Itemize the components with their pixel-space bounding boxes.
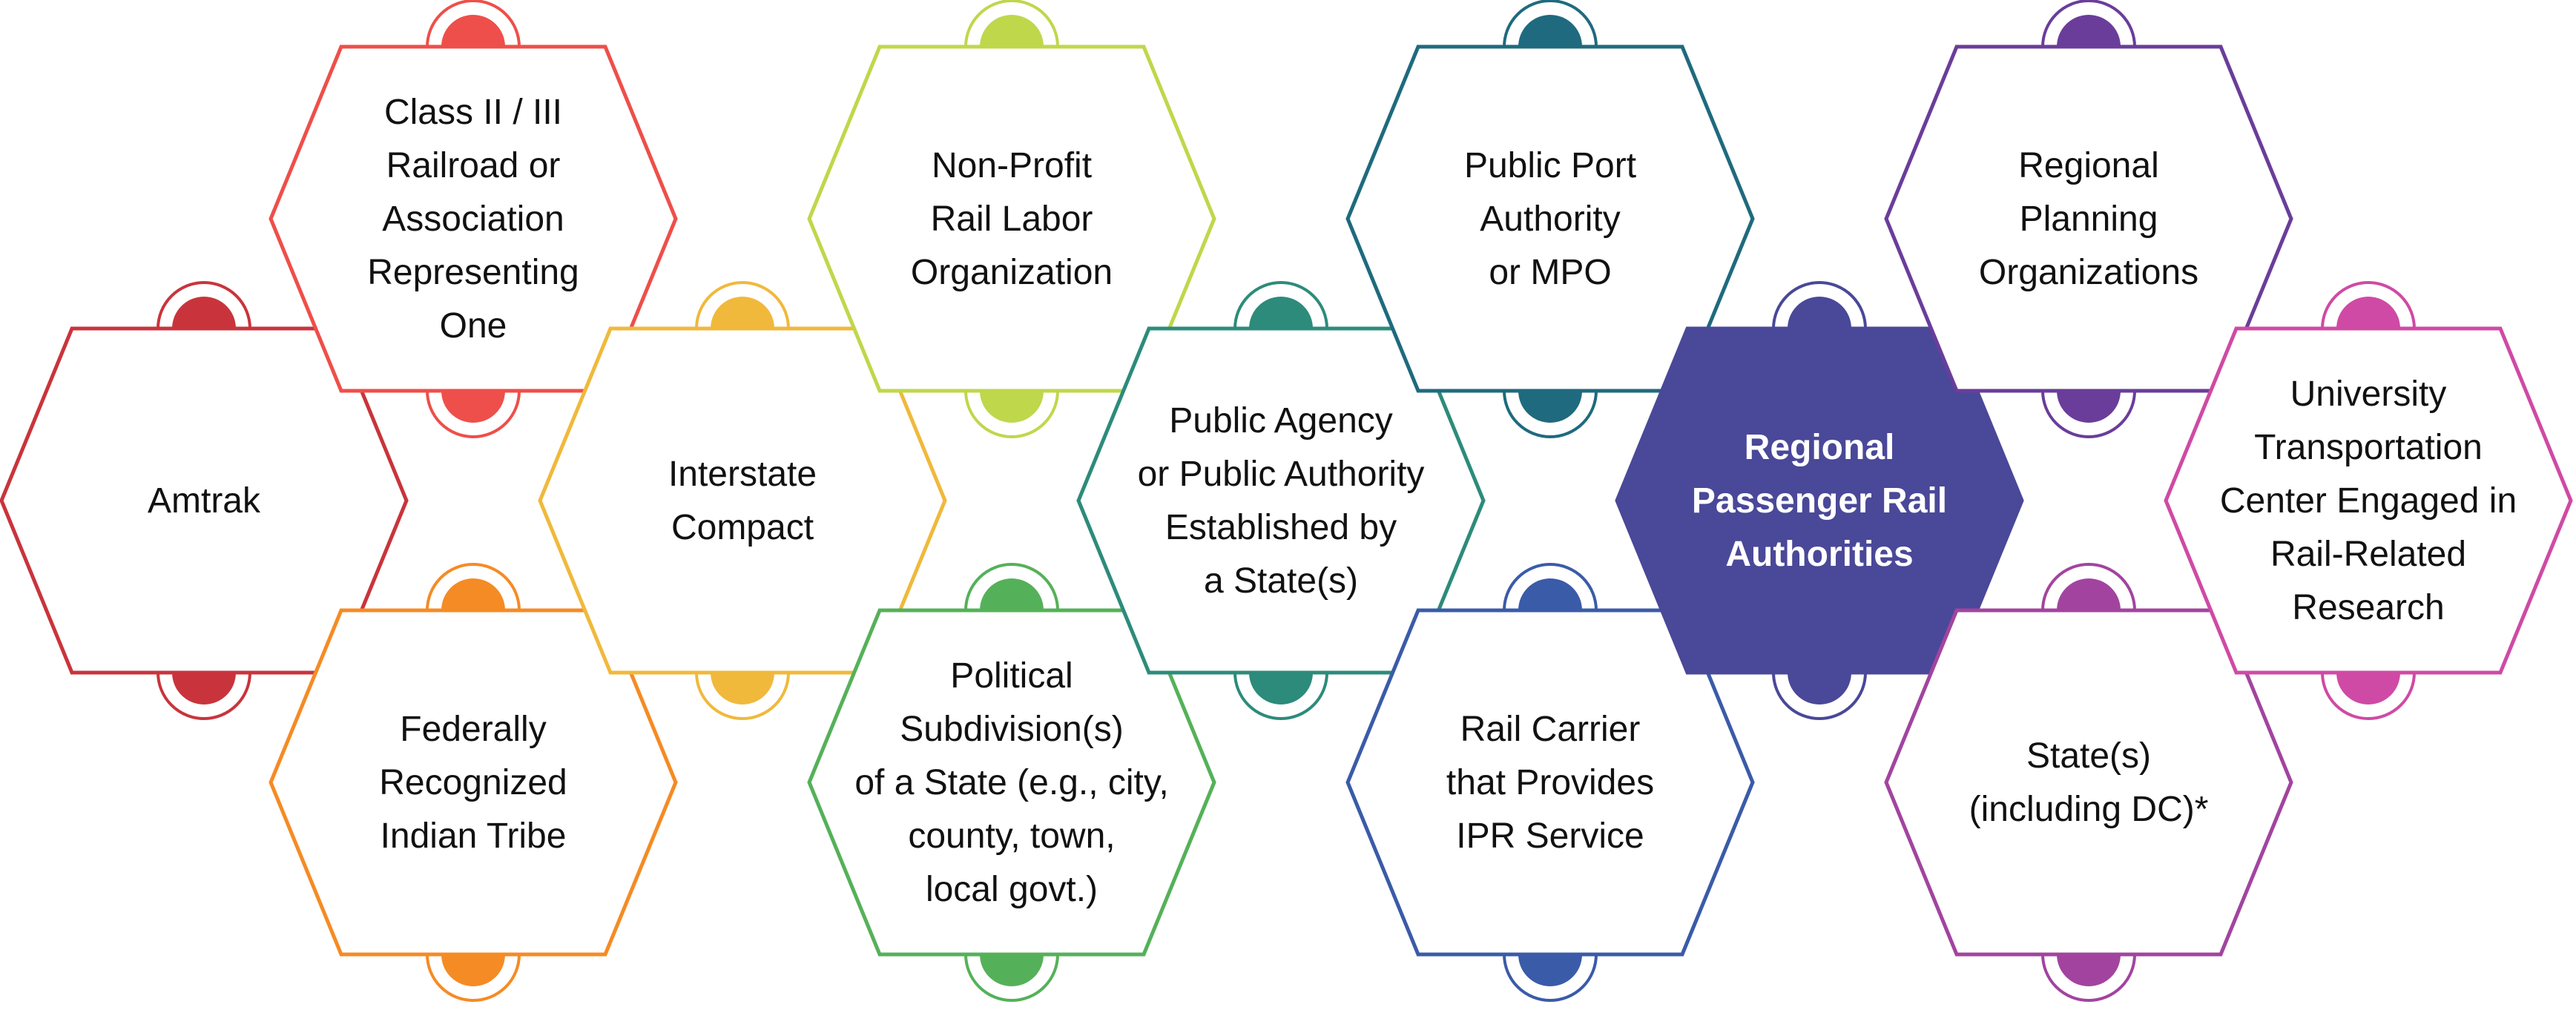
hexagon-label-line: State(s): [2026, 736, 2151, 776]
hexagon-label-line: Subdivision(s): [900, 710, 1123, 749]
hexagon-label-line: Amtrak: [148, 481, 261, 521]
hexagon-label-line: Center Engaged in: [2220, 481, 2517, 521]
hexagon-label-line: Federally: [400, 710, 546, 749]
hexagon-label-line: Interstate: [668, 455, 817, 494]
hexagon-label-line: Organization: [911, 253, 1113, 292]
hexagon-label-line: Political: [950, 656, 1073, 696]
hexagon-label-line: Passenger Rail: [1692, 481, 1947, 521]
hexagon-label-line: Representing: [367, 253, 579, 292]
hexagon-public-agency: Public Agency or Public AuthorityEstablis…: [1076, 281, 1486, 720]
hexagon-label-line: Authorities: [1725, 535, 1913, 574]
hexagon-label-line: local govt.): [926, 870, 1098, 909]
hexagon-label-line: Established by: [1165, 508, 1397, 547]
hexagon-label-line: Organizations: [1979, 253, 2198, 292]
hexagon-label-line: Public Agency: [1169, 401, 1393, 440]
hexagon-label-line: of a State (e.g., city,: [854, 763, 1168, 802]
hexagon-label-line: Railroad or: [386, 146, 561, 185]
hexagon-label-line: One: [440, 306, 507, 346]
hexagon-label-line: Public Port: [1464, 146, 1636, 185]
hexagon-class-ii-iii: Class II / III Railroad or AssociationRepr…: [269, 0, 678, 438]
hexagon-label-line: IPR Service: [1456, 816, 1644, 856]
hexagon-states: State(s) (including DC)*: [1884, 563, 2293, 1002]
hexagon-label-line: Non-Profit: [932, 146, 1092, 185]
hexagon-label-line: Rail Carrier: [1460, 710, 1641, 749]
hexagon-label-line: Rail Labor: [931, 199, 1093, 239]
hexagon-label-line: Planning: [2020, 199, 2158, 239]
hexagon-label-line: Authority: [1480, 199, 1620, 239]
hexagon-shape: [2164, 326, 2573, 675]
hexagon-label-line: Regional: [1745, 428, 1895, 467]
hexagon-label-line: a State(s): [1204, 561, 1358, 601]
hexagon-label-line: Recognized: [379, 763, 567, 802]
hexagon-label-line: that Provides: [1446, 763, 1654, 802]
hexagon-label-line: Association: [382, 199, 564, 239]
hexagon-label-line: Research: [2292, 588, 2444, 627]
hexagon-label-line: county, town,: [908, 816, 1115, 856]
hexagon-label-line: (including DC)*: [1969, 790, 2209, 829]
hexagon-label-line: or MPO: [1489, 253, 1611, 292]
hexagon-label-line: Indian Tribe: [381, 816, 567, 856]
hexagon-label-line: Transportation: [2254, 428, 2483, 467]
hexagon-label-line: Regional: [2018, 146, 2158, 185]
hexagon-label-line: Class II / III: [384, 93, 562, 132]
hexagon-label-line: Rail-Related: [2270, 535, 2466, 574]
hexagon-label-line: Compact: [671, 508, 814, 547]
hexagon-label-line: University: [2290, 374, 2447, 414]
hexagon-label-line: or Public Authority: [1138, 455, 1425, 494]
